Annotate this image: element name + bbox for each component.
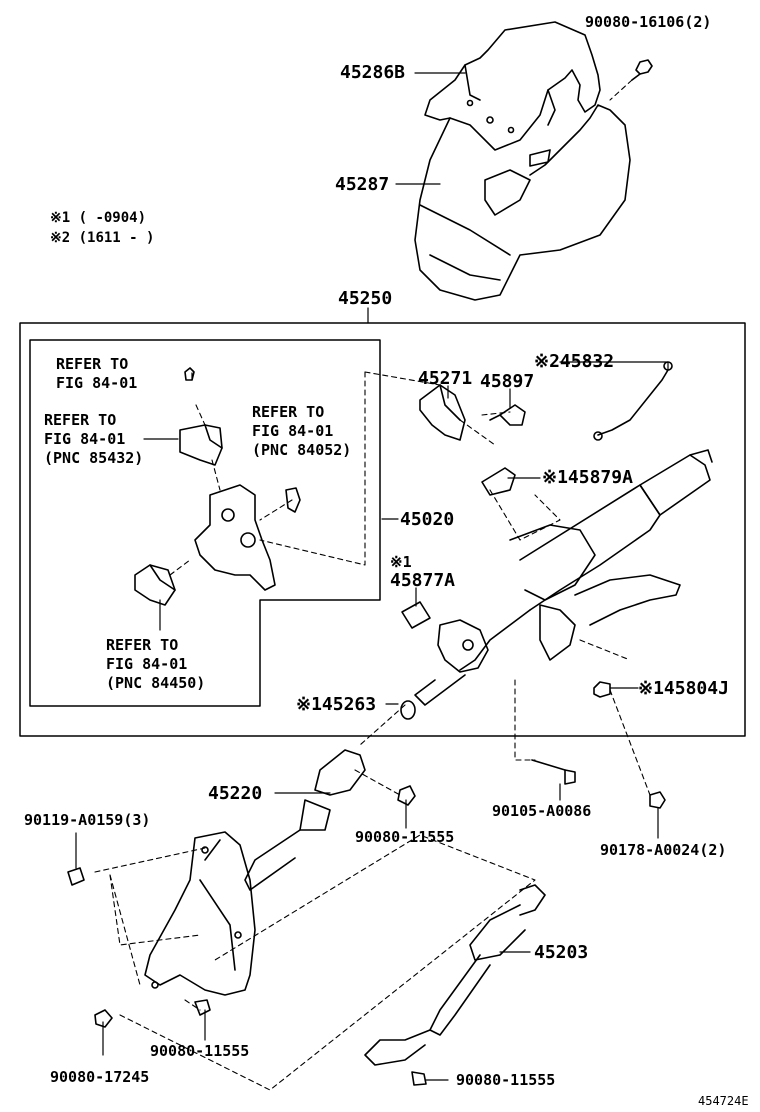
assembly-frame — [19, 322, 746, 737]
label-45287: 45287 — [335, 174, 390, 195]
label-45203: 45203 — [534, 942, 589, 963]
refer-4-line2: FIG 84-01 — [106, 655, 188, 673]
refer-3-line1: REFER TO — [252, 403, 325, 421]
label-90080-11555-a: 90080-11555 — [355, 828, 455, 846]
label-45879A: ※145879A — [542, 467, 633, 488]
label-90080-17245: 90080-17245 — [50, 1068, 150, 1086]
label-90080-11555-c: 90080-11555 — [456, 1071, 556, 1089]
refer-4-line3: (PNC 84450) — [106, 674, 206, 692]
plate-45879A — [481, 467, 516, 496]
label-45271: 45271 — [418, 368, 473, 389]
refer-2-line3: (PNC 85432) — [44, 449, 144, 467]
label-45832: ※245832 — [534, 351, 615, 372]
refer-3-line2: FIG 84-01 — [252, 422, 334, 440]
shield-plate — [144, 831, 256, 996]
shaft-45220 — [244, 749, 366, 891]
pin-45877A — [401, 601, 431, 629]
shaft-45203 — [364, 884, 546, 1066]
label-90105-A0086: 90105-A0086 — [492, 802, 592, 820]
refer-4-line1: REFER TO — [106, 636, 179, 654]
bolt-a0086 — [531, 759, 576, 785]
nut-17245 — [94, 1009, 113, 1028]
label-45877A: 45877A — [390, 570, 456, 591]
note-2: ※2 (1611 - ) — [50, 230, 155, 246]
label-45250: 45250 — [338, 288, 393, 309]
label-45897: 45897 — [480, 371, 535, 392]
screw-16106 — [631, 59, 653, 81]
steering-column — [414, 449, 713, 706]
refer-3-line3: (PNC 84052) — [252, 441, 352, 459]
label-90178-A0024: 90178-A0024(2) — [600, 841, 727, 859]
label-90080-16106: 90080-16106(2) — [585, 13, 712, 31]
label-45220: 45220 — [208, 783, 263, 804]
label-45263: ※145263 — [296, 694, 377, 715]
label-45877A-mark: ※1 — [390, 553, 412, 571]
label-90119-A0159: 90119-A0159(3) — [24, 811, 151, 829]
harness-45832 — [593, 361, 673, 441]
upper-column-cover — [424, 21, 601, 151]
label-45286B: 45286B — [340, 62, 406, 83]
label-90080-11555-b: 90080-11555 — [150, 1042, 250, 1060]
dashed-lines — [94, 79, 651, 1091]
refer-2-line1: REFER TO — [44, 411, 117, 429]
bolt-11555-c — [411, 1071, 427, 1086]
bolt-11555-a — [397, 785, 416, 806]
bolt-a0159 — [67, 867, 85, 886]
lock-assembly — [134, 367, 301, 606]
refer-1-line1: REFER TO — [56, 355, 129, 373]
bolt-45897 — [489, 404, 526, 426]
bracket-45271 — [419, 384, 466, 441]
label-45020: 45020 — [400, 509, 455, 530]
bolt-11555-b — [194, 999, 211, 1016]
note-1: ※1 ( -0904) — [50, 210, 147, 226]
lower-column-cover — [414, 104, 631, 301]
ring-45263 — [400, 700, 416, 720]
nut-45804J — [593, 681, 611, 698]
figure-id: 454724E — [698, 1094, 749, 1108]
label-45804J: ※145804J — [638, 678, 729, 699]
refer-2-line2: FIG 84-01 — [44, 430, 126, 448]
nut-a0024 — [649, 791, 666, 809]
refer-1-line2: FIG 84-01 — [56, 374, 138, 392]
